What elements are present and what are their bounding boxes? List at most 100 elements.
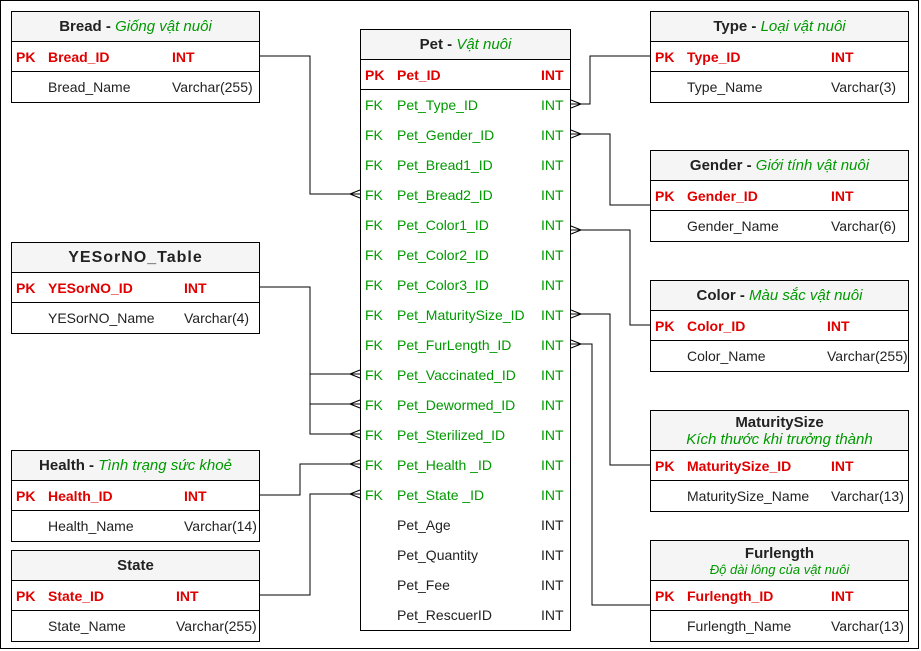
title-separator: - bbox=[442, 36, 457, 53]
table-row[interactable]: MaturitySize_Name Varchar(13) bbox=[651, 481, 908, 511]
table-name: Gender bbox=[689, 157, 743, 174]
key-marker: FK bbox=[365, 337, 383, 353]
table-name: State bbox=[117, 557, 154, 574]
key-marker: FK bbox=[365, 97, 383, 113]
table-title: Furlength bbox=[745, 545, 814, 562]
field-name: Pet_FurLength_ID bbox=[397, 337, 512, 353]
field-name: Pet_ID bbox=[397, 67, 441, 83]
key-marker: PK bbox=[655, 458, 675, 474]
field-name: Pet_Bread1_ID bbox=[397, 157, 493, 173]
field-type: Varchar(13) bbox=[831, 488, 904, 504]
field-name: Pet_Type_ID bbox=[397, 97, 478, 113]
field-name: Pet_MaturitySize_ID bbox=[397, 307, 525, 323]
field-name: Health_ID bbox=[48, 488, 113, 504]
field-type: Varchar(255) bbox=[827, 348, 908, 364]
key-marker: FK bbox=[365, 397, 383, 413]
field-type: INT bbox=[541, 307, 564, 323]
field-type: INT bbox=[541, 427, 564, 443]
table-title: YESorNO_Table bbox=[68, 249, 203, 267]
field-type: INT bbox=[541, 517, 564, 533]
field-type: INT bbox=[541, 547, 564, 563]
field-type: INT bbox=[184, 488, 207, 504]
table-row[interactable]: Pet_Quantity INT bbox=[361, 540, 570, 570]
field-name: Pet_Fee bbox=[397, 577, 450, 593]
field-name: Type_ID bbox=[687, 49, 741, 65]
field-type: INT bbox=[541, 457, 564, 473]
title-separator: - bbox=[742, 157, 756, 174]
key-marker: FK bbox=[365, 277, 383, 293]
field-name: YESorNO_Name bbox=[48, 310, 155, 326]
field-name: Pet_Vaccinated_ID bbox=[397, 367, 516, 383]
title-separator: - bbox=[101, 18, 116, 35]
field-name: Pet_Age bbox=[397, 517, 451, 533]
field-type: INT bbox=[176, 588, 199, 604]
table-row[interactable]: Pet_Age INT bbox=[361, 510, 570, 540]
table-header: Health - Tình trạng sức khoẻ bbox=[12, 451, 259, 481]
field-name: YESorNO_ID bbox=[48, 280, 133, 296]
key-marker: FK bbox=[365, 487, 383, 503]
table-header: Bread - Giống vật nuôi bbox=[12, 12, 259, 42]
table-name-vietnamese: Tình trạng sức khoẻ bbox=[98, 457, 232, 474]
field-type: Varchar(14) bbox=[184, 518, 257, 534]
field-type: INT bbox=[541, 247, 564, 263]
field-type: INT bbox=[541, 607, 564, 623]
field-name: MaturitySize_Name bbox=[687, 488, 810, 504]
key-marker: PK bbox=[655, 188, 675, 204]
table-row[interactable]: PK Health_ID INT bbox=[12, 481, 259, 511]
field-name: Color_Name bbox=[687, 348, 766, 364]
table-name-vietnamese: Vật nuôi bbox=[456, 36, 512, 53]
field-name: Pet_Gender_ID bbox=[397, 127, 495, 143]
field-name: Furlength_Name bbox=[687, 618, 792, 634]
field-type: INT bbox=[541, 487, 564, 503]
field-name: State_Name bbox=[48, 618, 126, 634]
key-marker: PK bbox=[16, 488, 36, 504]
field-name: Pet_Dewormed_ID bbox=[397, 397, 516, 413]
table-row[interactable]: Color_Name Varchar(255) bbox=[651, 341, 908, 371]
table-name: Color bbox=[696, 287, 736, 304]
field-name: Pet_Quantity bbox=[397, 547, 478, 563]
